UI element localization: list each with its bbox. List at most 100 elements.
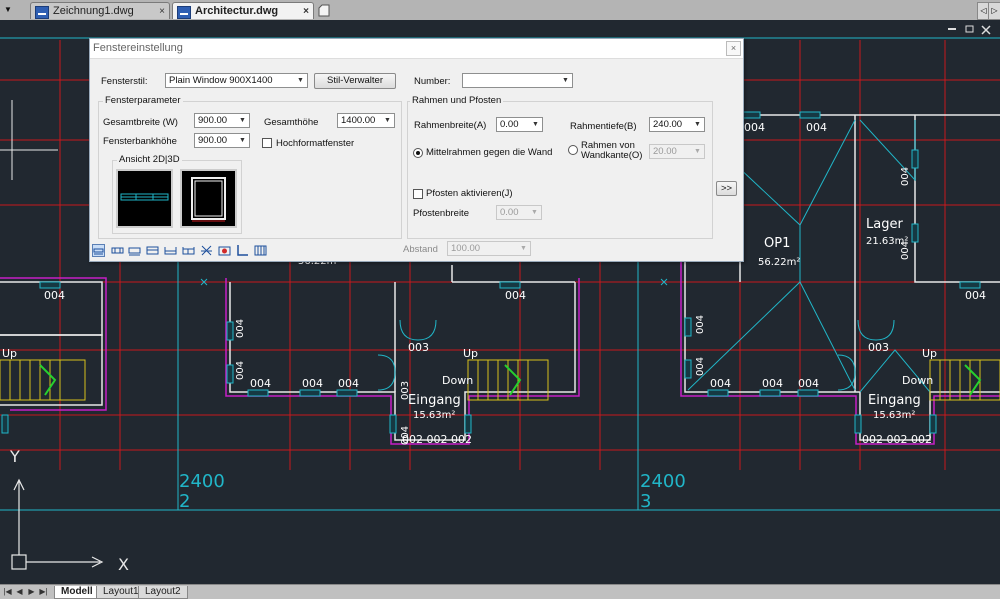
pfosten-checkbox[interactable]: [413, 189, 423, 199]
tag-004-vertical: 004: [400, 426, 411, 445]
axis-label-2400: 2400: [640, 471, 686, 492]
tag-004-vertical: 004: [900, 167, 911, 186]
gesamtbreite-value: 900.00: [198, 115, 228, 126]
rahmen-von-radio[interactable]: [568, 145, 578, 155]
gesamthoehe-label: Gesamthöhe: [264, 117, 319, 128]
tag-004-vertical: 004: [235, 319, 246, 338]
expand-button[interactable]: >>: [716, 181, 737, 196]
tag-004: 004: [744, 121, 765, 134]
tab-label: Zeichnung1.dwg: [53, 5, 134, 17]
rahmen-title: Rahmen und Pfosten: [410, 95, 504, 106]
pfostenbreite-select[interactable]: 0.00 ▼: [496, 205, 542, 220]
chevron-down-icon: ▼: [297, 77, 304, 84]
pfostenbreite-label: Pfostenbreite: [413, 208, 469, 219]
last-layout-button[interactable]: ▶|: [39, 587, 48, 596]
chevron-down-icon: ▼: [239, 117, 246, 124]
tag-004-vertical: 004: [235, 361, 246, 380]
drawing-window-controls[interactable]: [948, 25, 991, 35]
abstand-select[interactable]: 100.00 ▼: [447, 241, 531, 256]
fensterbank-value: 900.00: [198, 135, 228, 146]
hochformat-checkbox[interactable]: [262, 138, 272, 148]
tag-004: 004: [710, 377, 731, 390]
rahmentiefe-select[interactable]: 240.00 ▼: [649, 117, 705, 132]
window-plan-icon: [120, 193, 169, 201]
window-frame-1-icon[interactable]: [111, 244, 124, 257]
window-settings-dialog: Fenstereinstellung × Fensterstil: Plain …: [89, 38, 744, 262]
number-label: Number:: [414, 76, 451, 87]
stair-02: [467, 359, 549, 401]
window-std-icon[interactable]: [92, 244, 105, 257]
chevron-down-icon: ▼: [531, 209, 538, 216]
tab-scroll-right-button[interactable]: ▷: [988, 2, 1000, 20]
window-frame-3-icon[interactable]: [146, 244, 159, 257]
gesamtbreite-label: Gesamtbreite (W): [103, 117, 178, 128]
tag-004: 004: [44, 289, 65, 302]
tab-architectur[interactable]: Architectur.dwg ×: [172, 2, 314, 19]
number-select[interactable]: ▼: [462, 73, 573, 88]
rahmenbreite-value: 0.00: [500, 119, 519, 130]
window-3d-preview[interactable]: [180, 169, 237, 228]
gesamthoehe-value: 1400.00: [341, 115, 376, 126]
room-area-lager: 21.63m²: [866, 236, 908, 247]
tag-004: 004: [965, 289, 986, 302]
room-area-eingang: 15.63m²: [873, 410, 915, 421]
next-layout-button[interactable]: ▶: [28, 587, 35, 596]
chevron-down-icon: ▼: [384, 117, 391, 124]
chevron-down-icon: ▼: [694, 121, 701, 128]
window-grid-icon[interactable]: [254, 244, 267, 257]
tag-003: 003: [868, 341, 889, 354]
window-arrows-icon[interactable]: [200, 244, 213, 257]
gesamtbreite-select[interactable]: 900.00 ▼: [194, 113, 250, 128]
window-corner-icon[interactable]: [236, 244, 249, 257]
fensterstil-select[interactable]: Plain Window 900X1400 ▼: [165, 73, 308, 88]
up-label: Up: [2, 347, 17, 360]
tag-003: 003: [408, 341, 429, 354]
rahmenbreite-select[interactable]: 0.00 ▼: [496, 117, 543, 132]
tag-002-row: 002 002 002: [862, 433, 932, 446]
window-frame-5-icon[interactable]: [182, 244, 195, 257]
mittelrahmen-label: Mittelrahmen gegen die Wand: [426, 147, 553, 158]
dialog-titlebar[interactable]: Fenstereinstellung ×: [90, 39, 743, 59]
hochformat-label: Hochformatfenster: [276, 138, 355, 149]
point-markers: [200, 278, 668, 286]
window-frame-4-icon[interactable]: [164, 244, 177, 257]
axis-label-2400: 2400: [179, 471, 225, 492]
fensterbank-select[interactable]: 900.00 ▼: [194, 133, 250, 148]
chevron-down-icon: ▼: [239, 137, 246, 144]
rahmentiefe-value: 240.00: [653, 119, 683, 130]
tab-menu-dropdown[interactable]: ▼: [4, 5, 12, 14]
tag-004: 004: [806, 121, 827, 134]
mittelrahmen-radio[interactable]: [413, 148, 423, 158]
rahmen-group: [407, 101, 713, 239]
tab-zeichnung1[interactable]: Zeichnung1.dwg ×: [30, 2, 170, 19]
fensterstil-label: Fensterstil:: [101, 76, 148, 87]
window-elevation-icon: [191, 177, 226, 222]
close-tab-icon[interactable]: ×: [303, 6, 309, 17]
document-tab-bar: ▼ Zeichnung1.dwg × Architectur.dwg × ◁ ▷: [0, 0, 1000, 21]
new-tab-button[interactable]: [316, 3, 332, 18]
down-label: Down: [902, 374, 933, 387]
window-2d-preview[interactable]: [116, 169, 173, 228]
rahmen-von-select[interactable]: 20.00 ▼: [649, 144, 705, 159]
abstand-value: 100.00: [451, 243, 481, 254]
chevron-down-icon: ▼: [562, 77, 569, 84]
room-name-eingang: Eingang: [408, 393, 461, 408]
tag-004: 004: [338, 377, 359, 390]
down-label: Down: [442, 374, 473, 387]
layout-tab-modell[interactable]: Modell: [54, 586, 100, 599]
close-tab-icon[interactable]: ×: [159, 6, 165, 17]
stil-verwalter-button[interactable]: Stil-Verwalter: [314, 73, 396, 89]
ucs-icon: [11, 478, 104, 570]
layout-tab-layout2[interactable]: Layout2: [138, 586, 188, 599]
ansicht-title: Ansicht 2D|3D: [117, 154, 182, 165]
window-red-icon[interactable]: [218, 244, 231, 257]
window-frame-2-icon[interactable]: [128, 244, 141, 257]
first-layout-button[interactable]: |◀: [3, 587, 12, 596]
dialog-close-button[interactable]: ×: [726, 41, 741, 56]
tag-004: 004: [762, 377, 783, 390]
prev-layout-button[interactable]: ◀: [16, 587, 23, 596]
gesamthoehe-select[interactable]: 1400.00 ▼: [337, 113, 395, 128]
stair-01: [0, 359, 86, 401]
room-name-op1: OP1: [764, 236, 790, 251]
stair-03: [929, 359, 1000, 401]
